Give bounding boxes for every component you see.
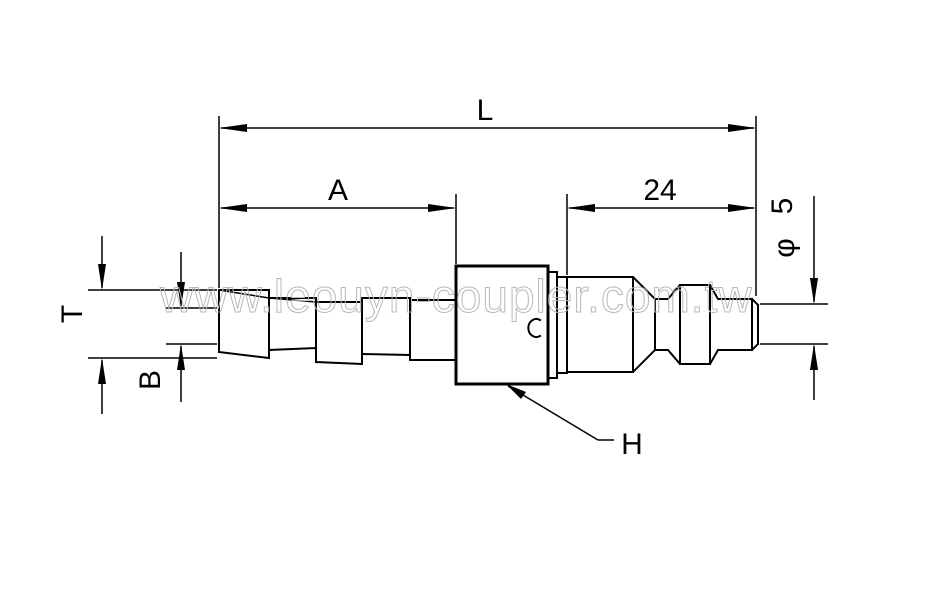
- label-H: H: [621, 428, 643, 461]
- dimension-phi5: φ 5: [760, 196, 828, 400]
- watermark: www.leouyn-coupler.com.tw: [159, 270, 753, 322]
- dimension-24: 24: [566, 174, 756, 275]
- dimension-B: B: [134, 252, 217, 402]
- label-B: B: [134, 370, 167, 390]
- label-diameter-value: 5: [766, 198, 799, 215]
- dimension-T: T: [56, 236, 217, 414]
- dimension-L: L: [218, 94, 757, 296]
- dimension-A: A: [219, 174, 457, 264]
- label-L: L: [477, 94, 494, 127]
- plug-nipple: [566, 276, 760, 373]
- label-diameter-symbol: φ: [768, 238, 801, 257]
- leader-H: H: [506, 384, 643, 461]
- hose-barb: [217, 289, 457, 366]
- label-24: 24: [643, 174, 676, 207]
- hex-body: [454, 264, 568, 386]
- label-T: T: [56, 305, 89, 323]
- label-A: A: [328, 174, 348, 207]
